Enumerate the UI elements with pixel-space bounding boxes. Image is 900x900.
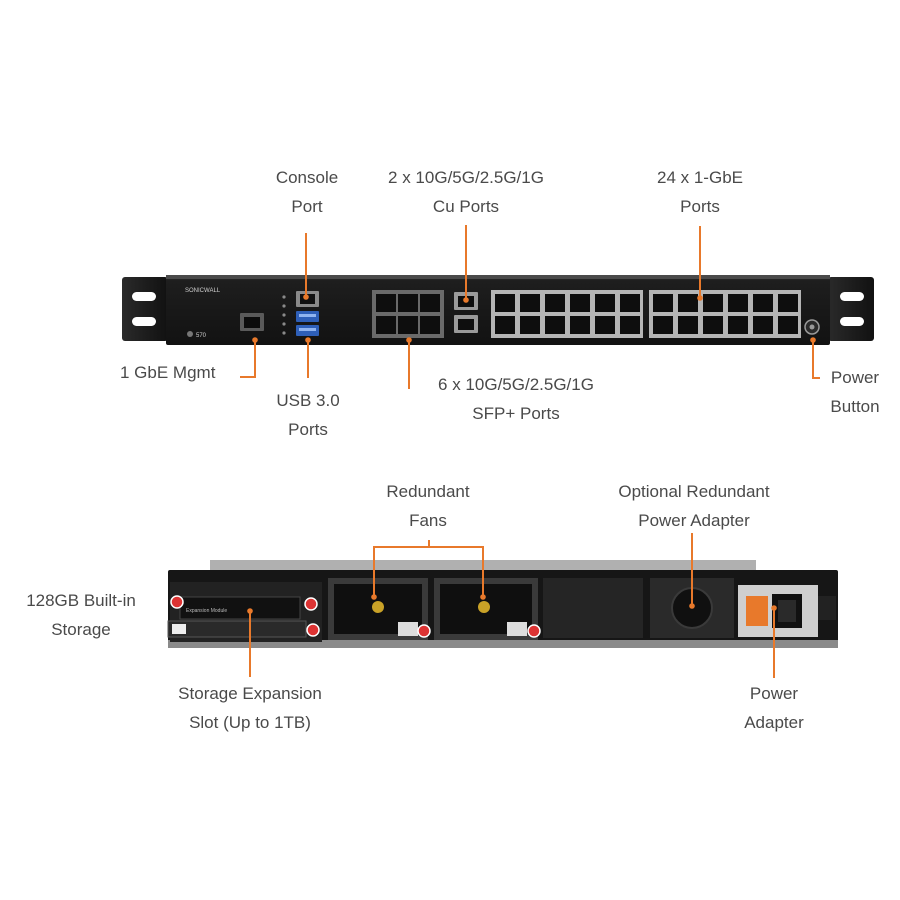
rear-leader-dots [247,594,777,614]
front-panel: SONICWALL 570 [122,275,874,345]
front-leader-lines [240,225,820,389]
gbe-ports-block [491,290,801,338]
rear-leader-lines [249,533,775,678]
model-label: 570 [196,333,207,339]
cu-10g-ports [454,292,478,333]
mgmt-port [240,313,264,331]
power-adapter-module [738,585,836,637]
blank-bay [543,578,643,638]
fan-module-2 [434,578,541,640]
sfp-ports [372,290,444,338]
expansion-module-label: Expansion Module [186,608,227,614]
brand-logo: SONICWALL [185,288,221,294]
fan-module-1 [328,578,431,640]
front-leader-dots [252,294,816,343]
rear-panel: Expansion Module [167,560,838,648]
rack-ear-right [828,277,874,341]
status-leds [282,295,286,335]
power-button [804,319,820,335]
rack-ear-left [122,277,168,341]
usb-ports [296,311,319,336]
storage-modules: Expansion Module [167,582,322,642]
label-mgmt-port: 1 GbE Mgmt [120,363,216,382]
